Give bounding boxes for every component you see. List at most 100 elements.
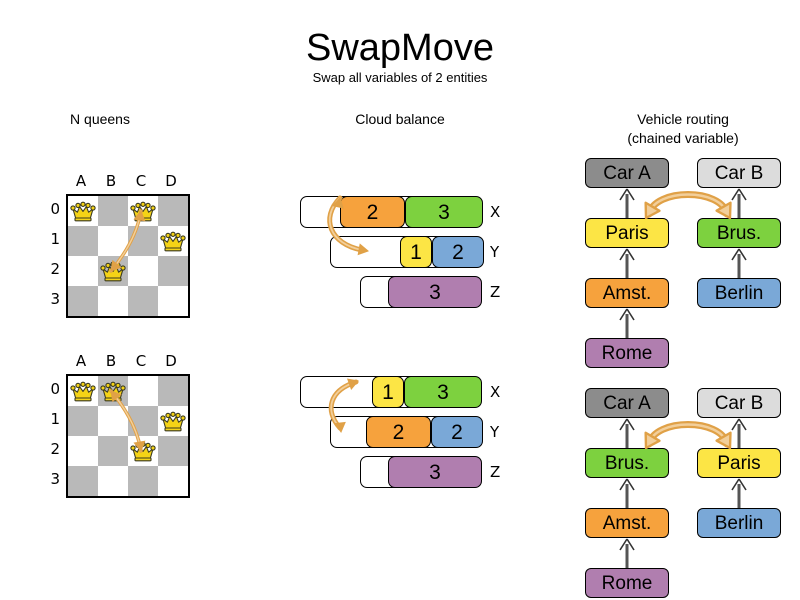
chain-link-arrow-icon — [729, 248, 749, 278]
cloud-process-segment[interactable]: 3 — [405, 196, 483, 228]
chessboard-grid — [66, 374, 190, 498]
customer-box[interactable]: Rome — [585, 568, 669, 598]
queen-icon[interactable] — [128, 196, 158, 226]
cloud-process-segment[interactable]: 2 — [366, 416, 431, 448]
board-row-label: 0 — [50, 380, 60, 398]
queen-icon[interactable] — [98, 376, 128, 406]
board-cell-C3[interactable] — [128, 466, 158, 496]
board-column-label: D — [165, 352, 177, 370]
board-cell-B2[interactable] — [98, 436, 128, 466]
queen-icon[interactable] — [158, 226, 188, 256]
cloud-computer-label: Z — [490, 463, 501, 481]
cloud-process-segment[interactable]: 1 — [372, 376, 404, 408]
board-column-label: B — [105, 352, 117, 370]
section-heading-vehicle-routing: Vehicle routing (chained variable) — [590, 110, 776, 148]
board-row-label: 3 — [50, 470, 60, 488]
cloud-process-segment[interactable]: 3 — [388, 456, 482, 488]
board-cell-C2[interactable] — [128, 256, 158, 286]
board-cell-C1[interactable] — [128, 406, 158, 436]
board-row-label: 1 — [50, 410, 60, 428]
chain-link-arrow-icon — [617, 418, 637, 448]
cloud-process-segment[interactable]: 3 — [388, 276, 482, 308]
board-cell-D2[interactable] — [158, 256, 188, 286]
queen-icon[interactable] — [68, 196, 98, 226]
board-cell-D2[interactable] — [158, 436, 188, 466]
board-row-label: 2 — [50, 440, 60, 458]
chain-link-arrow-icon — [617, 188, 637, 218]
vehicle-routing-heading-line2: (chained variable) — [627, 130, 739, 146]
cloud-computer-label: X — [490, 383, 501, 401]
vehicle-box[interactable]: Car A — [585, 388, 669, 418]
vehicle-box[interactable]: Car B — [697, 388, 781, 418]
vehicle-box[interactable]: Car A — [585, 158, 669, 188]
queen-icon[interactable] — [98, 256, 128, 286]
chain-link-arrow-icon — [729, 418, 749, 448]
cloud-process-segment[interactable]: 2 — [431, 416, 483, 448]
queen-icon[interactable] — [68, 376, 98, 406]
cloud-process-segment[interactable]: 2 — [340, 196, 405, 228]
chain-link-arrow-icon — [729, 188, 749, 218]
vehicle-box[interactable]: Car B — [697, 158, 781, 188]
board-cell-B1[interactable] — [98, 226, 128, 256]
customer-box[interactable]: Amst. — [585, 278, 669, 308]
board-cell-A1[interactable] — [68, 406, 98, 436]
board-row-label: 2 — [50, 260, 60, 278]
page-title: SwapMove — [306, 27, 494, 69]
chain-link-arrow-icon — [617, 248, 637, 278]
board-cell-C3[interactable] — [128, 286, 158, 316]
board-row-label: 0 — [50, 200, 60, 218]
board-cell-C0[interactable] — [128, 376, 158, 406]
board-row-label: 3 — [50, 290, 60, 308]
board-column-label: B — [105, 172, 117, 190]
chain-link-arrow-icon — [617, 538, 637, 568]
cloud-process-segment[interactable]: 1 — [400, 236, 432, 268]
queen-icon[interactable] — [128, 436, 158, 466]
board-cell-A2[interactable] — [68, 436, 98, 466]
board-cell-A2[interactable] — [68, 256, 98, 286]
customer-box[interactable]: Paris — [585, 218, 669, 248]
board-cell-B3[interactable] — [98, 466, 128, 496]
chain-link-arrow-icon — [729, 478, 749, 508]
queen-icon[interactable] — [158, 406, 188, 436]
customer-box[interactable]: Amst. — [585, 508, 669, 538]
board-cell-D0[interactable] — [158, 376, 188, 406]
cloud-computer-label: Y — [490, 243, 500, 261]
board-column-label: A — [75, 352, 87, 370]
section-heading-nqueens: N queens — [70, 111, 130, 127]
board-cell-A3[interactable] — [68, 286, 98, 316]
customer-box[interactable]: Rome — [585, 338, 669, 368]
cloud-computer-label: Y — [490, 423, 500, 441]
chain-link-arrow-icon — [617, 308, 637, 338]
board-cell-B3[interactable] — [98, 286, 128, 316]
board-cell-D0[interactable] — [158, 196, 188, 226]
board-cell-B0[interactable] — [98, 196, 128, 226]
customer-box[interactable]: Brus. — [697, 218, 781, 248]
board-column-label: A — [75, 172, 87, 190]
board-cell-D3[interactable] — [158, 286, 188, 316]
board-cell-D3[interactable] — [158, 466, 188, 496]
chain-link-arrow-icon — [617, 478, 637, 508]
customer-box[interactable]: Brus. — [585, 448, 669, 478]
customer-box[interactable]: Paris — [697, 448, 781, 478]
cloud-process-segment[interactable]: 3 — [404, 376, 482, 408]
board-column-label: C — [135, 172, 147, 190]
board-row-label: 1 — [50, 230, 60, 248]
board-cell-A1[interactable] — [68, 226, 98, 256]
cloud-process-segment[interactable]: 2 — [432, 236, 484, 268]
board-column-label: D — [165, 172, 177, 190]
chessboard-grid — [66, 194, 190, 318]
board-cell-C1[interactable] — [128, 226, 158, 256]
board-cell-B1[interactable] — [98, 406, 128, 436]
customer-box[interactable]: Berlin — [697, 278, 781, 308]
cloud-computer-label: Z — [490, 283, 501, 301]
cloud-computer-label: X — [490, 203, 501, 221]
board-cell-A3[interactable] — [68, 466, 98, 496]
vehicle-routing-heading-line1: Vehicle routing — [637, 111, 729, 127]
customer-box[interactable]: Berlin — [697, 508, 781, 538]
